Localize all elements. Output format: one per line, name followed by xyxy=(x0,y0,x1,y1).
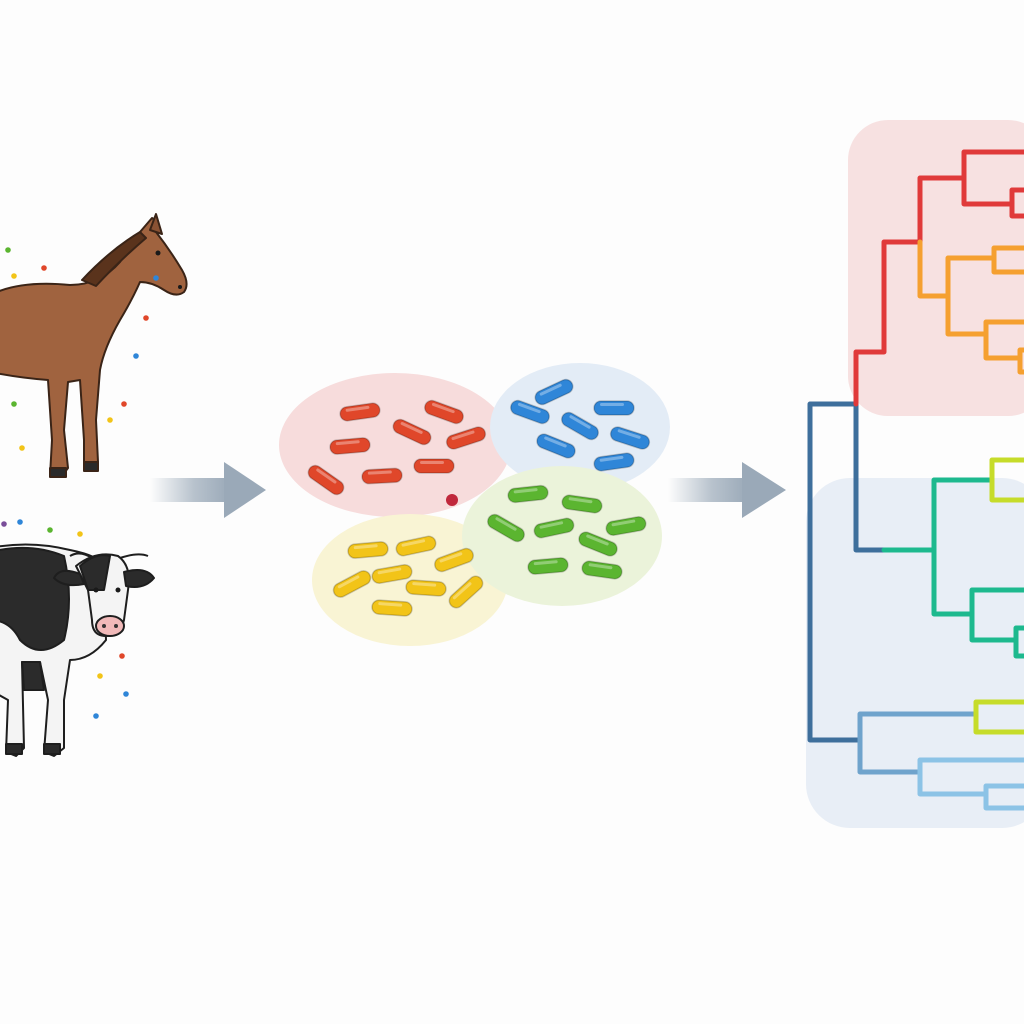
bacterium xyxy=(339,402,381,422)
cluster-green-bg xyxy=(462,466,662,606)
microbe-dot xyxy=(11,401,17,407)
bacterium xyxy=(593,452,635,472)
bacterium xyxy=(361,467,403,485)
bacterium xyxy=(413,458,455,474)
bacterium xyxy=(332,570,372,598)
microbe-dot xyxy=(107,417,113,423)
bacterium xyxy=(581,560,623,580)
cow-illustration xyxy=(0,543,155,757)
tree-branch xyxy=(857,711,979,743)
microbe-dot xyxy=(121,401,127,407)
tree-branch xyxy=(973,711,1024,735)
tree-branch xyxy=(881,477,995,553)
clade-red-bg xyxy=(848,120,1024,416)
bacterium xyxy=(534,378,574,406)
bacterium xyxy=(609,426,651,450)
microbe-dot xyxy=(11,273,17,279)
bacterium xyxy=(527,557,569,575)
bacterium xyxy=(329,437,371,455)
arrow-2 xyxy=(668,462,786,518)
bacterium xyxy=(434,547,474,573)
tree-branch xyxy=(1009,201,1024,219)
horse-illustration xyxy=(0,213,188,478)
tree-branch xyxy=(917,239,1024,299)
bacterium xyxy=(593,400,635,416)
arrow-1 xyxy=(150,462,266,518)
phylogenetic-tree xyxy=(806,120,1024,828)
bacterium xyxy=(578,531,618,557)
microbe-dot xyxy=(153,275,159,281)
microbe-dot xyxy=(123,691,129,697)
microbe-dot xyxy=(19,445,25,451)
bacterium xyxy=(307,464,345,496)
microbe-dots xyxy=(1,247,159,719)
bacterium xyxy=(507,484,549,504)
tree-branch xyxy=(991,255,1024,275)
tree-branch xyxy=(973,699,1024,717)
microbe-clusters xyxy=(279,363,670,646)
bacterium xyxy=(395,535,437,557)
microbe-dot xyxy=(77,531,83,537)
stray-microbe xyxy=(446,494,458,506)
bacterium xyxy=(561,494,603,514)
microbe-dot xyxy=(133,353,139,359)
microbe-dot xyxy=(1,521,7,527)
bacterium xyxy=(560,411,600,441)
cluster-red-bg xyxy=(279,373,511,517)
tree-branch xyxy=(1013,637,1024,659)
microbe-dot xyxy=(97,673,103,679)
microbe-dot xyxy=(93,713,99,719)
microbe-dot xyxy=(119,653,125,659)
tree-branch xyxy=(989,457,1024,483)
tree-branch xyxy=(857,737,923,775)
bacterium xyxy=(392,418,432,446)
bacterium xyxy=(536,433,576,459)
bacterium xyxy=(424,399,464,425)
hosts-group xyxy=(0,213,188,757)
clade-blue-bg xyxy=(806,478,1024,828)
microbe-dot xyxy=(17,519,23,525)
tree-branch xyxy=(807,401,863,743)
bacteria-group xyxy=(307,378,651,617)
microbe-dot xyxy=(41,265,47,271)
microbe-dot xyxy=(5,247,11,253)
bacterium xyxy=(510,399,550,425)
tree-branches xyxy=(807,149,1024,811)
bacterium xyxy=(371,563,413,585)
bacterium xyxy=(445,426,487,450)
bacterium xyxy=(347,541,389,559)
bacterium xyxy=(486,513,526,543)
bacterium xyxy=(533,517,575,539)
bacterium xyxy=(448,575,484,609)
tree-branch xyxy=(983,791,1024,811)
tree-branch xyxy=(853,401,887,553)
microbe-dot xyxy=(47,527,53,533)
tree-branch xyxy=(853,239,923,407)
tree-branch xyxy=(989,477,1024,503)
tree-branch xyxy=(917,757,1024,775)
bacterium xyxy=(371,599,413,617)
bacterium xyxy=(405,579,447,597)
tree-branch xyxy=(1017,355,1024,375)
microbe-dot xyxy=(143,315,149,321)
bacterium xyxy=(605,515,647,537)
